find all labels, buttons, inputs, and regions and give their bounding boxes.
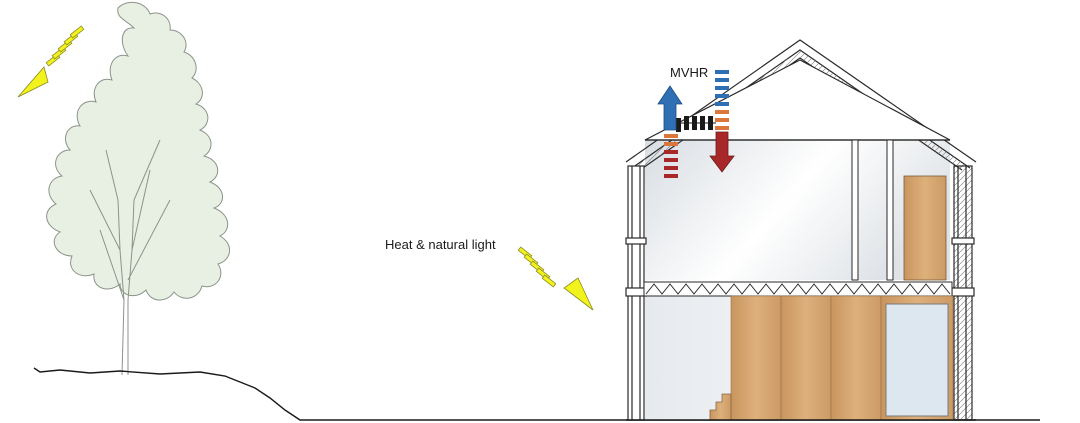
mvhr-system: MVHR: [657, 65, 735, 178]
stairs: [709, 393, 732, 421]
glazed-door: [885, 303, 949, 417]
supply-air: [709, 70, 735, 173]
upper-room: [645, 140, 950, 280]
walls: [625, 165, 975, 421]
exhaust-air: [657, 85, 683, 178]
mvhr-duct: [672, 116, 716, 132]
tree-trunk: [89, 139, 171, 376]
sun-arrow-left: [17, 25, 85, 98]
sun-arrow-right: [517, 246, 594, 311]
tree: [46, 1, 230, 376]
mvhr-label: MVHR: [670, 65, 708, 80]
house-section: [625, 39, 977, 421]
upper-partitions: [851, 139, 894, 281]
tree-canopy: [46, 1, 230, 301]
upper-door: [903, 175, 947, 281]
floor-truss: [643, 281, 953, 297]
supply-arrow-icon: [709, 131, 735, 173]
heat-light-label: Heat & natural light: [385, 237, 496, 252]
ground-line: [33, 367, 1040, 421]
exhaust-arrow-icon: [657, 85, 683, 131]
